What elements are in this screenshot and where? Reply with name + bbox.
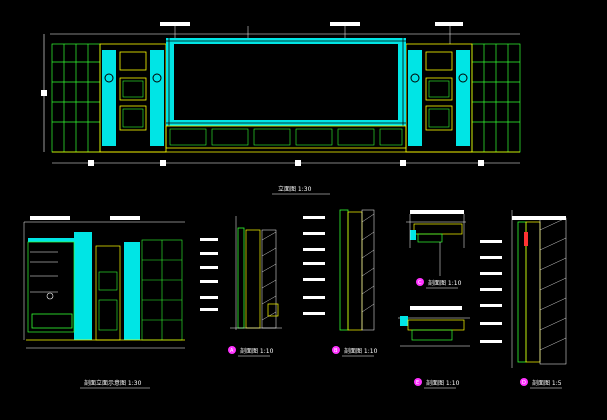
section-marker xyxy=(228,346,236,354)
marker-b: B xyxy=(334,348,338,354)
main-elevation-callout xyxy=(160,22,190,26)
marker-a: A xyxy=(230,348,234,354)
right-pilaster xyxy=(456,50,470,146)
section-b: B 剖面图 1:10 xyxy=(303,209,378,357)
side-elevation-title: 剖面立面示意图 1:30 xyxy=(84,379,142,387)
main-elevation-title: 立面图 1:30 xyxy=(278,185,312,193)
marker-c: C xyxy=(418,280,422,286)
section-marker xyxy=(332,346,340,354)
section-e: E 剖面图 1:10 xyxy=(398,306,470,389)
section-marker xyxy=(414,378,422,386)
section-d-title: 剖面图 1:5 xyxy=(532,379,562,387)
section-a: A 剖面图 1:10 xyxy=(200,216,282,357)
main-elevation-callout xyxy=(330,22,360,26)
section-e-title: 剖面图 1:10 xyxy=(426,379,460,387)
right-pilaster-inner xyxy=(408,50,422,146)
side-pilaster-right xyxy=(124,242,140,340)
section-b-title: 剖面图 1:10 xyxy=(344,347,378,355)
main-elevation-callout xyxy=(435,22,463,26)
left-pilaster-inner xyxy=(150,50,164,146)
section-c: C 剖面图 1:10 xyxy=(406,210,466,289)
marker-d: D xyxy=(522,380,526,386)
section-marker xyxy=(520,378,528,386)
section-marker xyxy=(416,278,424,286)
ornament-icon xyxy=(410,73,420,83)
marker-e: E xyxy=(416,380,419,386)
ornament-icon xyxy=(458,73,468,83)
left-pilaster xyxy=(102,50,116,146)
main-elevation: 立面图 1:30 xyxy=(41,22,521,195)
central-panel xyxy=(174,44,398,120)
side-pilaster xyxy=(74,232,92,340)
section-a-title: 剖面图 1:10 xyxy=(240,347,274,355)
ornament-icon xyxy=(104,73,114,83)
section-c-title: 剖面图 1:10 xyxy=(428,279,462,287)
ornament-icon xyxy=(152,73,162,83)
side-elevation: 剖面立面示意图 1:30 xyxy=(23,216,185,389)
section-d: D 剖面图 1:5 xyxy=(480,210,567,389)
